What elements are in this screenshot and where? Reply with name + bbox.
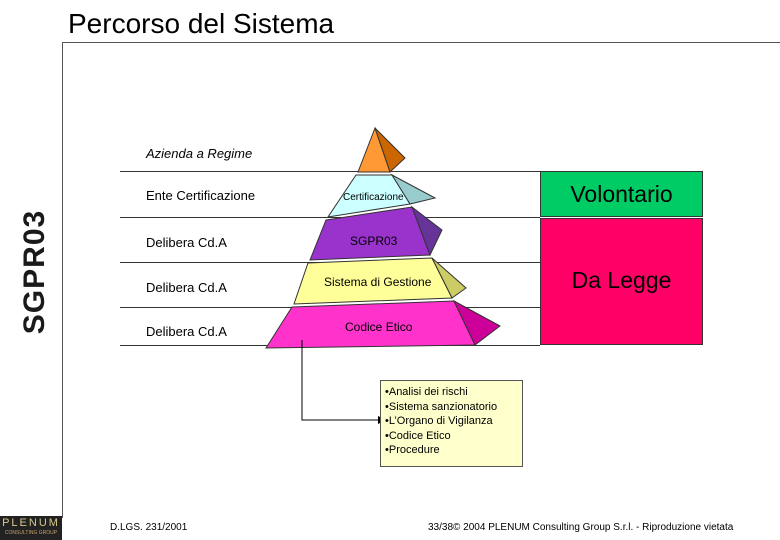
pyramid-layer-sgpr03-side	[410, 205, 443, 257]
logo-text: PLENUM	[2, 517, 60, 529]
pyramid-layer-certificazione-side	[390, 173, 437, 205]
info-item: •L’Organo di Vigilanza	[385, 415, 493, 427]
row-label: Delibera Cd.A	[146, 235, 227, 250]
page-title: Percorso del Sistema	[68, 8, 335, 39]
info-item: •Analisi dei rischi	[385, 386, 468, 398]
info-item: •Codice Etico	[385, 429, 451, 442]
title-divider	[62, 42, 780, 43]
row-label: Ente Certificazione	[146, 188, 256, 203]
pyramid-label-certificazione: Certificazione	[343, 192, 404, 203]
logo-subtext: CONSULTING GROUP	[4, 530, 58, 536]
left-divider	[62, 42, 63, 518]
pyramid-layer-top-side	[374, 127, 406, 173]
connector-arrow	[301, 340, 386, 424]
band-line	[120, 171, 540, 172]
footer-right-text: 33/38© 2004 PLENUM Consulting Group S.r.…	[428, 522, 734, 533]
footer-left-text: D.LGS. 231/2001	[110, 522, 188, 533]
row-label: Delibera Cd.A	[146, 280, 227, 295]
plenum-logo: PLENUM CONSULTING GROUP	[0, 516, 62, 540]
top-level-label: Azienda a Regime	[146, 146, 253, 161]
side-label: SGPR03	[18, 209, 51, 335]
pyramid	[265, 126, 501, 349]
info-item: •Procedure	[385, 444, 440, 456]
pyramid-layer-codice-side	[452, 299, 501, 346]
row-label: Delibera Cd.A	[146, 324, 227, 339]
da-legge-box: Da Legge	[540, 218, 703, 345]
info-item: •Sistema sanzionatorio	[385, 400, 498, 413]
band-line	[120, 217, 540, 218]
pyramid-label-sistema: Sistema di Gestione	[324, 275, 432, 289]
pyramid-label-sgpr03: SGPR03	[350, 234, 398, 248]
volontario-box: Volontario	[540, 171, 703, 217]
pyramid-label-codice: Codice Etico	[345, 320, 413, 334]
pyramid-layer-sistema-side	[431, 257, 467, 299]
info-box: •Analisi dei rischi •Sistema sanzionator…	[380, 380, 523, 467]
